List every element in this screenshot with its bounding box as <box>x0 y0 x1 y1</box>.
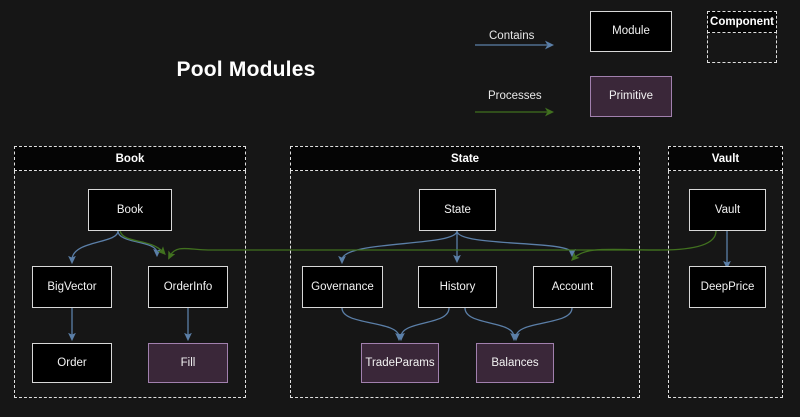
node-fill-label: Fill <box>180 356 196 369</box>
node-bigvector-label: BigVector <box>47 280 97 293</box>
node-history[interactable]: History <box>418 266 497 308</box>
node-book[interactable]: Book <box>88 189 172 231</box>
node-tradeparams-label: TradeParams <box>365 356 435 369</box>
contains-edges <box>68 230 731 342</box>
legend-relation-processes-label: Processes <box>488 90 542 102</box>
node-governance-label: Governance <box>311 280 374 293</box>
node-bigvector[interactable]: BigVector <box>32 266 112 308</box>
node-state[interactable]: State <box>419 189 496 231</box>
group-state-title: State <box>450 152 480 165</box>
node-deepprice-label: DeepPrice <box>700 280 755 293</box>
legend-shape-module: Module <box>590 11 672 52</box>
node-order-label: Order <box>57 356 87 369</box>
group-state-header: State <box>290 146 640 171</box>
node-order[interactable]: Order <box>32 343 112 383</box>
group-book-title: Book <box>115 152 145 165</box>
node-governance[interactable]: Governance <box>302 266 383 308</box>
node-account[interactable]: Account <box>533 266 612 308</box>
node-history-label: History <box>439 280 476 293</box>
group-vault-header: Vault <box>668 146 783 171</box>
node-state-label: State <box>444 203 471 216</box>
node-orderinfo-label: OrderInfo <box>163 280 213 293</box>
legend-shape-primitive-label: Primitive <box>608 90 654 103</box>
node-deepprice[interactable]: DeepPrice <box>689 266 766 308</box>
processes-edges <box>119 230 717 261</box>
page-title: Pool Modules <box>176 58 316 81</box>
node-tradeparams[interactable]: TradeParams <box>361 343 439 383</box>
node-fill[interactable]: Fill <box>148 343 228 383</box>
group-vault-title: Vault <box>711 152 740 165</box>
legend-relation-contains-label: Contains <box>489 30 535 42</box>
node-balances[interactable]: Balances <box>476 343 554 383</box>
legend-processes-arrow-icon <box>475 107 554 117</box>
legend-shape-primitive: Primitive <box>590 76 672 117</box>
node-book-label: Book <box>116 203 144 216</box>
legend-contains-arrow-icon <box>475 40 554 50</box>
node-orderinfo[interactable]: OrderInfo <box>148 266 228 308</box>
legend-shape-component-header: Component <box>707 11 777 33</box>
legend-shape-component-label: Component <box>710 16 774 28</box>
node-balances-label: Balances <box>491 356 539 369</box>
group-book-header: Book <box>14 146 246 171</box>
legend-shape-module-label: Module <box>612 25 650 38</box>
node-vault[interactable]: Vault <box>689 189 766 231</box>
node-account-label: Account <box>551 280 594 293</box>
node-vault-label: Vault <box>714 203 741 216</box>
